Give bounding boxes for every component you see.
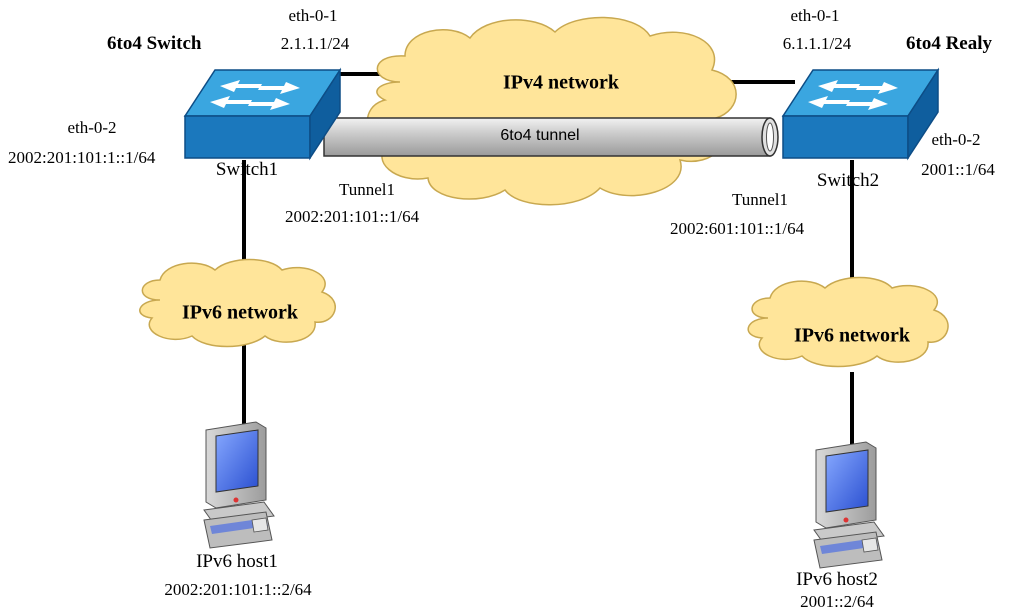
switch1-eth02-label: eth-0-2 xyxy=(67,118,117,137)
tunnel-tube-icon xyxy=(323,117,779,157)
switch1-eth02-ip: 2002:201:101:1::1/64 xyxy=(8,148,156,167)
switch2-name: Switch2 xyxy=(816,170,880,191)
host2-computer-icon[interactable] xyxy=(813,441,885,569)
host2-ip: 2001::2/64 xyxy=(800,592,874,611)
switch1-eth01-label: eth-0-1 xyxy=(288,6,338,25)
switch2-eth02-label: eth-0-2 xyxy=(931,130,981,149)
switch2-icon[interactable] xyxy=(781,67,940,161)
switch1-name: Switch1 xyxy=(215,159,279,180)
ipv6-cloud-right-icon xyxy=(747,276,949,368)
ipv4-cloud-icon xyxy=(366,16,737,206)
switch1-eth01-ip: 2.1.1.1/24 xyxy=(280,34,350,53)
ipv6-network-right-label: IPv6 network xyxy=(793,324,911,347)
switch1-role-title: 6to4 Switch xyxy=(107,33,202,54)
switch2-tunnel-ip: 2002:601:101::1/64 xyxy=(670,219,805,238)
switch1-tunnel-label: Tunnel1 xyxy=(338,180,396,199)
host2-name: IPv6 host2 xyxy=(796,569,878,590)
ipv4-network-label: IPv4 network xyxy=(502,71,620,94)
switch2-eth01-ip: 6.1.1.1/24 xyxy=(782,34,852,53)
switch2-tunnel-label: Tunnel1 xyxy=(731,190,789,209)
ipv6-network-left-label: IPv6 network xyxy=(181,301,299,324)
host1-name: IPv6 host1 xyxy=(196,551,278,572)
switch1-icon[interactable] xyxy=(183,67,342,161)
switch2-eth02-ip: 2001::1/64 xyxy=(921,160,995,179)
host1-ip: 2002:201:101:1::2/64 xyxy=(164,580,312,599)
ipv6-cloud-left-icon xyxy=(139,258,336,348)
switch1-tunnel-ip: 2002:201:101::1/64 xyxy=(285,207,420,226)
switch2-role-title: 6to4 Realy xyxy=(906,33,993,54)
tunnel-name-label: 6to4 tunnel xyxy=(500,127,580,144)
host1-computer-icon[interactable] xyxy=(203,421,275,549)
switch2-eth01-label: eth-0-1 xyxy=(790,6,840,25)
